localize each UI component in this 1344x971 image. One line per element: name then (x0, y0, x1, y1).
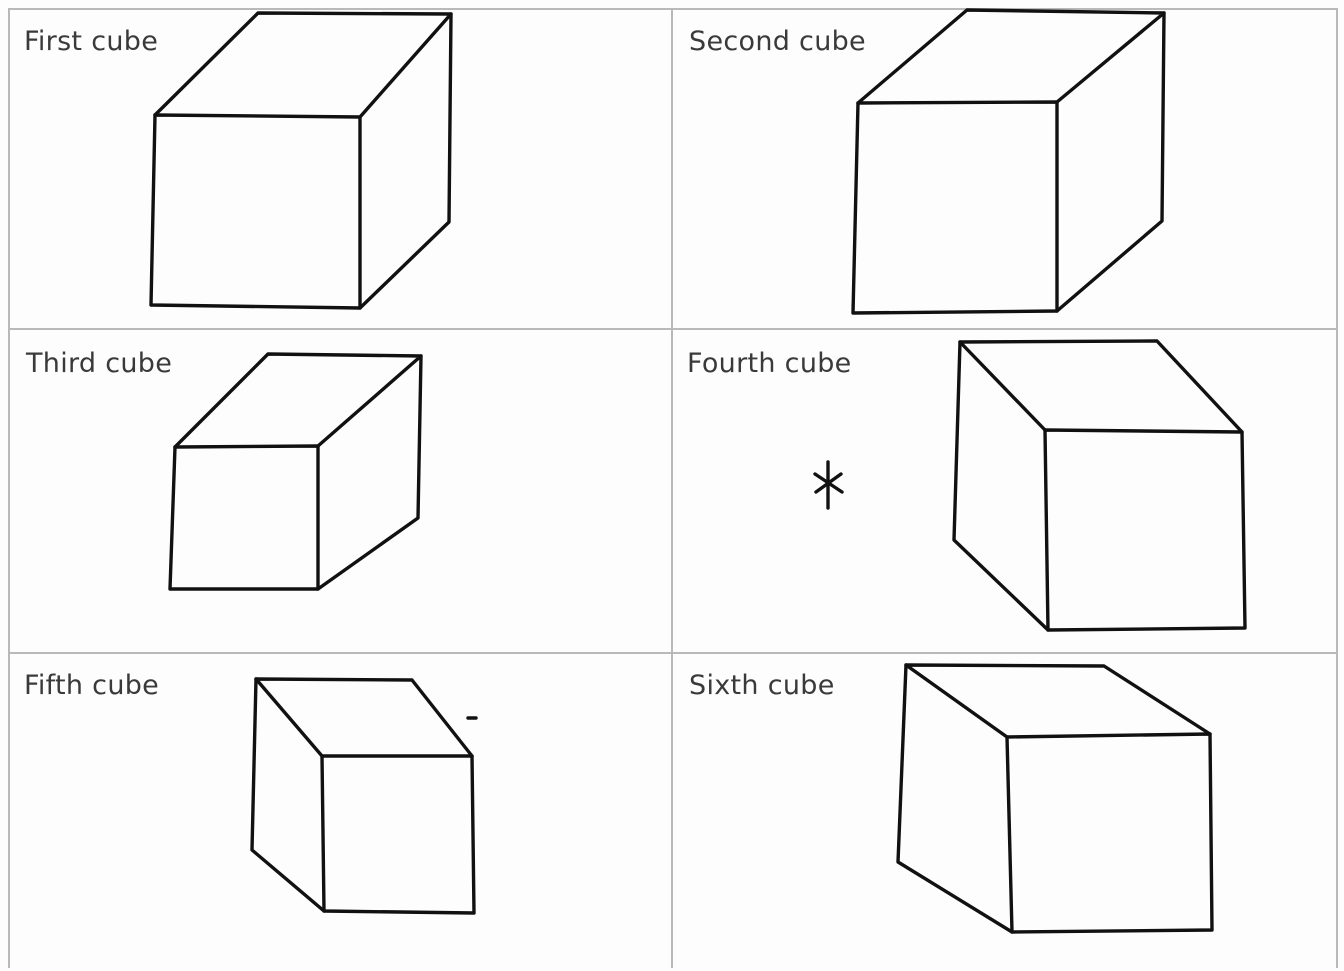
sixth-cube-front-face (1005, 732, 1214, 934)
second-cube-drawing (851, 8, 1166, 315)
third-cube-top-face (173, 352, 423, 449)
first-cube-label: First cube (24, 26, 159, 57)
sixth-cube-side-face (896, 663, 1014, 934)
fifth-cube-label: Fifth cube (24, 670, 160, 701)
fourth-cube-top-face (958, 339, 1244, 434)
third-cube-front-face (168, 444, 320, 591)
fifth-cube-front-face (320, 754, 476, 915)
first-cube-front-face (149, 113, 362, 310)
table-row-divider-1 (8, 328, 1338, 330)
fourth-cube-label: Fourth cube (687, 348, 852, 379)
fourth-cube-front-face (1043, 428, 1247, 632)
second-cube-top-face (856, 8, 1166, 105)
first-cube-side-face (358, 12, 453, 310)
table-row-divider-2 (8, 652, 1338, 654)
table-border-top (8, 8, 1338, 10)
second-cube-side-face (1055, 11, 1166, 313)
sixth-cube-label: Sixth cube (689, 670, 835, 701)
sixth-cube-drawing (896, 663, 1214, 934)
asterisk-mark (813, 460, 844, 510)
second-cube-label: Second cube (689, 26, 866, 57)
first-cube-top-face (153, 11, 453, 119)
third-cube-label: Third cube (26, 348, 173, 379)
table-border-right (1336, 8, 1338, 968)
table-border-left (8, 8, 10, 968)
first-cube-drawing (149, 11, 453, 310)
table-column-divider (671, 8, 673, 968)
fifth-cube-drawing (250, 677, 478, 915)
fifth-cube-side-face (250, 677, 326, 913)
third-cube-drawing (168, 352, 423, 591)
fourth-cube-side-face (952, 340, 1050, 632)
fifth-cube-top-face (254, 677, 474, 758)
sixth-cube-top-face (904, 663, 1212, 739)
second-cube-front-face (851, 100, 1059, 315)
third-cube-side-face (316, 354, 423, 591)
fourth-cube-drawing (952, 339, 1247, 632)
